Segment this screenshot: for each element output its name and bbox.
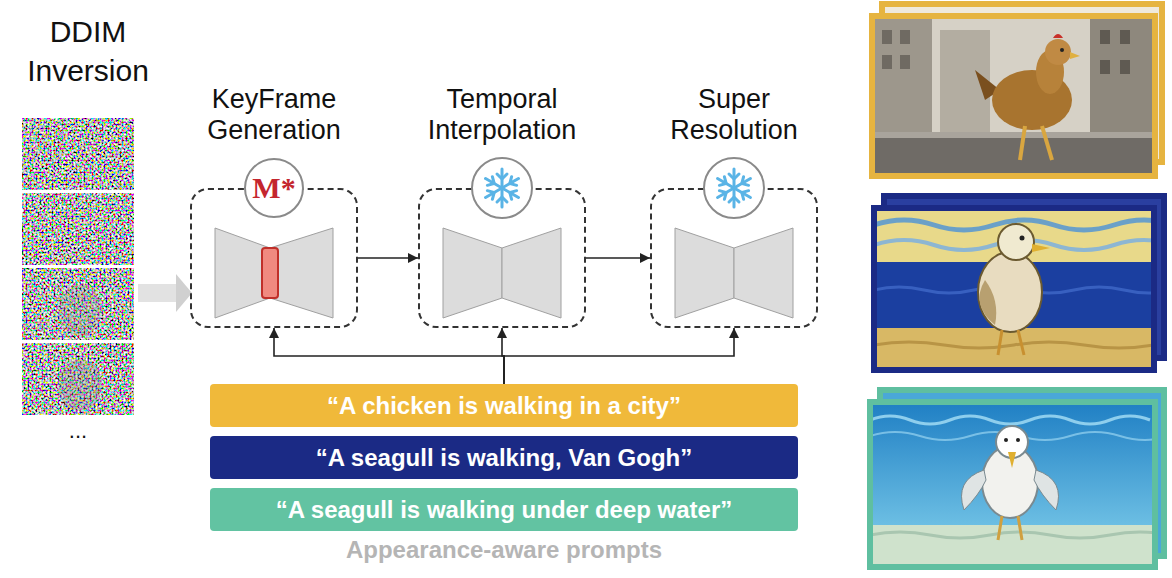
trainable-module-circle: M* xyxy=(244,158,304,218)
unet-shapes xyxy=(215,228,793,318)
module-symbol: M* xyxy=(252,171,295,205)
stage-heading: Super Resolution xyxy=(634,84,834,146)
stage-box: KeyFrame GenerationM* xyxy=(190,188,358,328)
flow-arrow xyxy=(274,328,504,384)
prompt-text: “A chicken is walking in a city” xyxy=(327,392,681,420)
stage-heading: KeyFrame Generation xyxy=(174,84,374,146)
noise-latents xyxy=(22,118,134,415)
stage-box: Super Resolution xyxy=(650,188,818,328)
prompt-bar: “A chicken is walking in a city” xyxy=(210,384,798,427)
input-heading: DDIM Inversion xyxy=(10,12,166,90)
prompt-text: “A seagull is walking under deep water” xyxy=(276,496,733,524)
stage-box: Temporal Interpolation xyxy=(418,188,586,328)
output-frames-chicken xyxy=(872,4,1162,176)
flow-arrow xyxy=(504,328,734,384)
prompt-bar: “A seagull is walking under deep water” xyxy=(210,488,798,531)
ellipsis-mark: ... xyxy=(48,418,108,444)
output-frames-underwater xyxy=(870,390,1170,567)
prompts-caption: Appearance-aware prompts xyxy=(304,536,704,565)
flow-arrow xyxy=(358,257,418,259)
flow-arrow xyxy=(586,257,650,259)
prompt-text: “A seagull is walking, Van Gogh” xyxy=(316,444,693,472)
input-arrow xyxy=(138,274,192,312)
prompt-bar: “A seagull is walking, Van Gogh” xyxy=(210,436,798,479)
stage-heading: Temporal Interpolation xyxy=(402,84,602,146)
output-frames-vangogh xyxy=(874,196,1172,370)
